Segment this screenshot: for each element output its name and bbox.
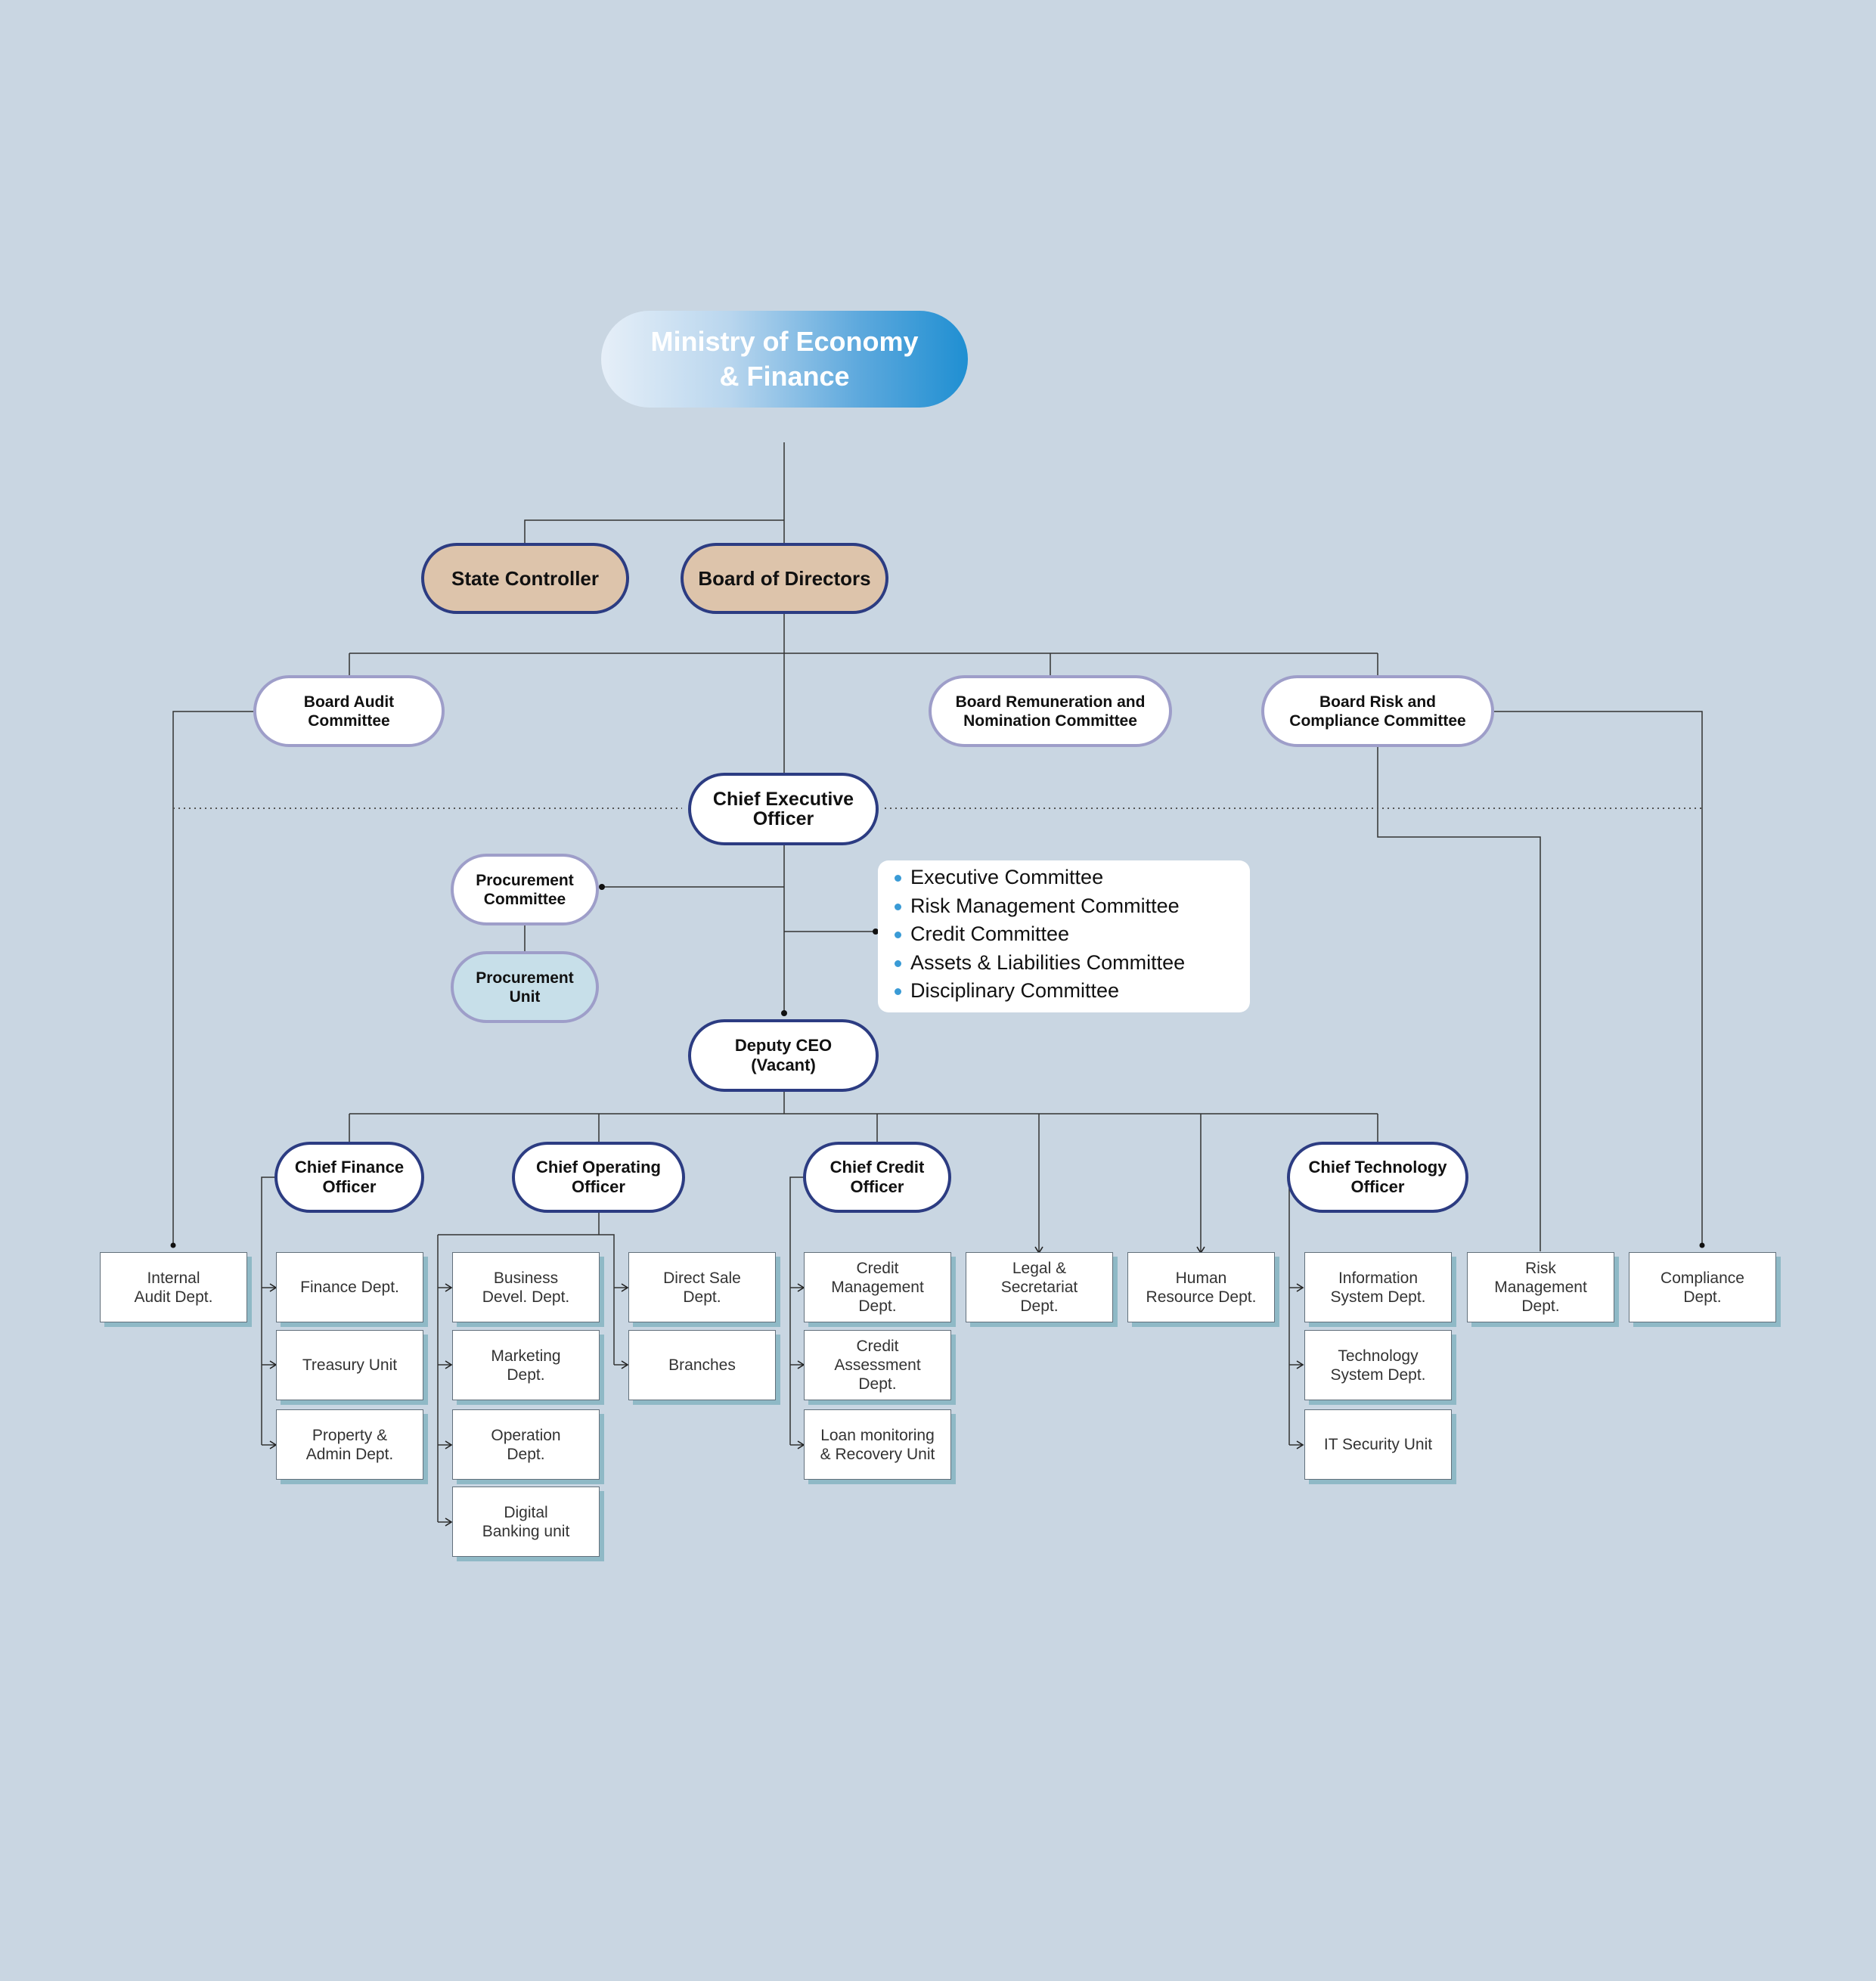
risk-management-dept: Risk Management Dept. [1467,1252,1614,1322]
ministry-node: Ministry of Economy & Finance [601,311,968,408]
business-devel-dept: Business Devel. Dept. [452,1252,600,1322]
board-of-directors-node: Board of Directors [681,543,888,614]
branches-dept: Branches [628,1330,776,1400]
loan-monitoring-unit: Loan monitoring & Recovery Unit [804,1409,951,1480]
internal-audit-dept: Internal Audit Dept. [100,1252,247,1322]
cco-node: Chief Credit Officer [803,1142,951,1213]
human-resource-dept: Human Resource Dept. [1127,1252,1275,1322]
credit-assessment-dept: Credit Assessment Dept. [804,1330,951,1400]
property-admin-dept: Property & Admin Dept. [276,1409,423,1480]
board-risk-compliance-committee-node: Board Risk and Compliance Committee [1261,675,1494,747]
technology-system-dept: Technology System Dept. [1304,1330,1452,1400]
cfo-node: Chief Finance Officer [274,1142,424,1213]
committee-item: Credit Committee [895,920,1250,949]
management-committees-list: Executive Committee Risk Management Comm… [878,860,1250,1012]
cto-node: Chief Technology Officer [1287,1142,1468,1213]
direct-sale-dept: Direct Sale Dept. [628,1252,776,1322]
state-controller-node: State Controller [421,543,629,614]
procurement-committee-node: Procurement Committee [451,854,599,925]
committee-item: Risk Management Committee [895,892,1250,921]
committee-item: Disciplinary Committee [895,977,1250,1006]
digital-banking-unit: Digital Banking unit [452,1487,600,1557]
committee-item: Assets & Liabilities Committee [895,949,1250,978]
finance-dept: Finance Dept. [276,1252,423,1322]
information-system-dept: Information System Dept. [1304,1252,1452,1322]
deputy-ceo-node: Deputy CEO (Vacant) [688,1019,879,1092]
procurement-unit-node: Procurement Unit [451,951,599,1023]
operation-dept: Operation Dept. [452,1409,600,1480]
treasury-unit: Treasury Unit [276,1330,423,1400]
credit-management-dept: Credit Management Dept. [804,1252,951,1322]
board-audit-committee-node: Board Audit Committee [253,675,445,747]
legal-secretariat-dept: Legal & Secretariat Dept. [966,1252,1113,1322]
board-remuneration-committee-node: Board Remuneration and Nomination Commit… [929,675,1172,747]
it-security-unit: IT Security Unit [1304,1409,1452,1480]
ceo-node: Chief Executive Officer [688,773,879,845]
marketing-dept: Marketing Dept. [452,1330,600,1400]
committee-item: Executive Committee [895,863,1250,892]
coo-node: Chief Operating Officer [512,1142,685,1213]
compliance-dept: Compliance Dept. [1629,1252,1776,1322]
